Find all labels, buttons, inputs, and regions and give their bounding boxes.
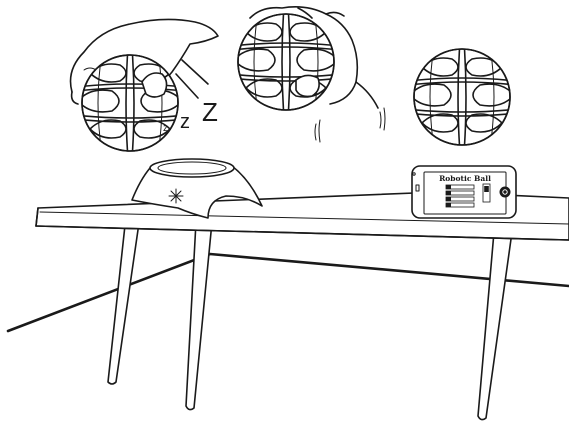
table-legs (108, 216, 512, 420)
ball-shaking-group (230, 6, 385, 142)
robotic-ball-2 (230, 6, 342, 118)
sparkle-icon (169, 189, 183, 203)
shake-motion-left (315, 124, 316, 140)
robotic-ball-1 (74, 47, 186, 159)
sleep-z-medium: z (180, 111, 190, 133)
app-title: Robotic Ball (439, 174, 491, 183)
toggle-switch[interactable] (483, 184, 490, 202)
floor-line (8, 254, 569, 331)
robotic-ball-3 (406, 41, 518, 153)
sleep-z-small: z (163, 123, 168, 134)
power-icon[interactable] (500, 187, 511, 198)
shake-motion-right (380, 112, 381, 128)
smartphone: Robotic Ball (412, 166, 516, 218)
sleep-z-large: Z (202, 97, 218, 127)
ball-sleeping-group: z z Z (71, 19, 219, 159)
